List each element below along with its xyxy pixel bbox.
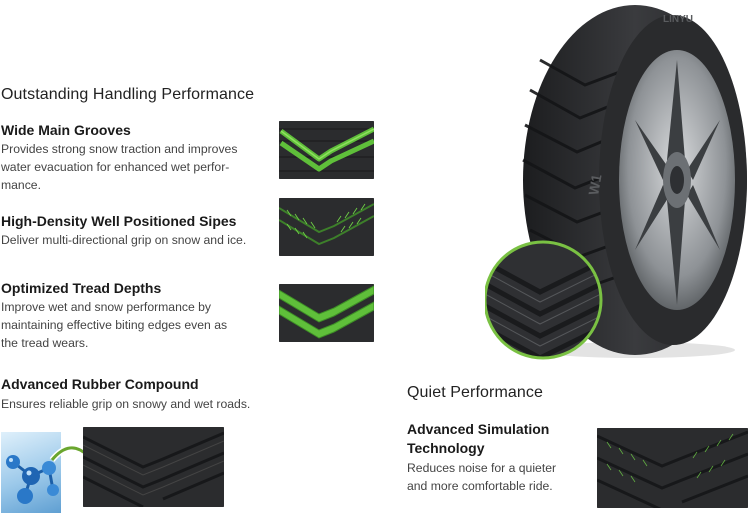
feature-title-tread-depths: Optimized Tread Depths: [1, 280, 162, 296]
tire-image: LINYU W1: [483, 0, 749, 360]
tire-model-text: W1: [585, 173, 604, 197]
handling-section-title: Outstanding Handling Performance: [1, 86, 255, 103]
feature-title-wide-main-grooves: Wide Main Grooves: [1, 122, 131, 138]
feature-desc-rubber-compound: Ensures reliable grip on snowy and wet r…: [1, 397, 251, 411]
feature-title-simulation: Advanced Simulation Technology: [407, 421, 550, 456]
quiet-section-title: Quiet Performance: [407, 384, 543, 401]
tread-thumb-depths: [279, 284, 374, 342]
tread-thumb-simulation: [597, 428, 748, 508]
feature-title-rubber-compound: Advanced Rubber Compound: [1, 376, 199, 392]
feature-title-sipes: High-Density Well Positioned Sipes: [1, 213, 237, 229]
tread-thumb-sipes: [279, 198, 374, 256]
feature-desc-simulation: Reduces noise for a quieter and more com…: [407, 461, 557, 493]
feature-desc-tread-depths: Improve wet and snow performance by main…: [1, 300, 228, 350]
molecule-icon: [1, 432, 61, 513]
tread-thumb-rubber: [83, 427, 224, 507]
feature-desc-sipes: Deliver multi-directional grip on snow a…: [1, 233, 247, 247]
tread-thumb-wide-grooves: [279, 121, 374, 179]
feature-desc-wide-main-grooves: Provides strong snow traction and improv…: [1, 142, 238, 192]
tire-brand-text: LINYU: [663, 14, 693, 25]
